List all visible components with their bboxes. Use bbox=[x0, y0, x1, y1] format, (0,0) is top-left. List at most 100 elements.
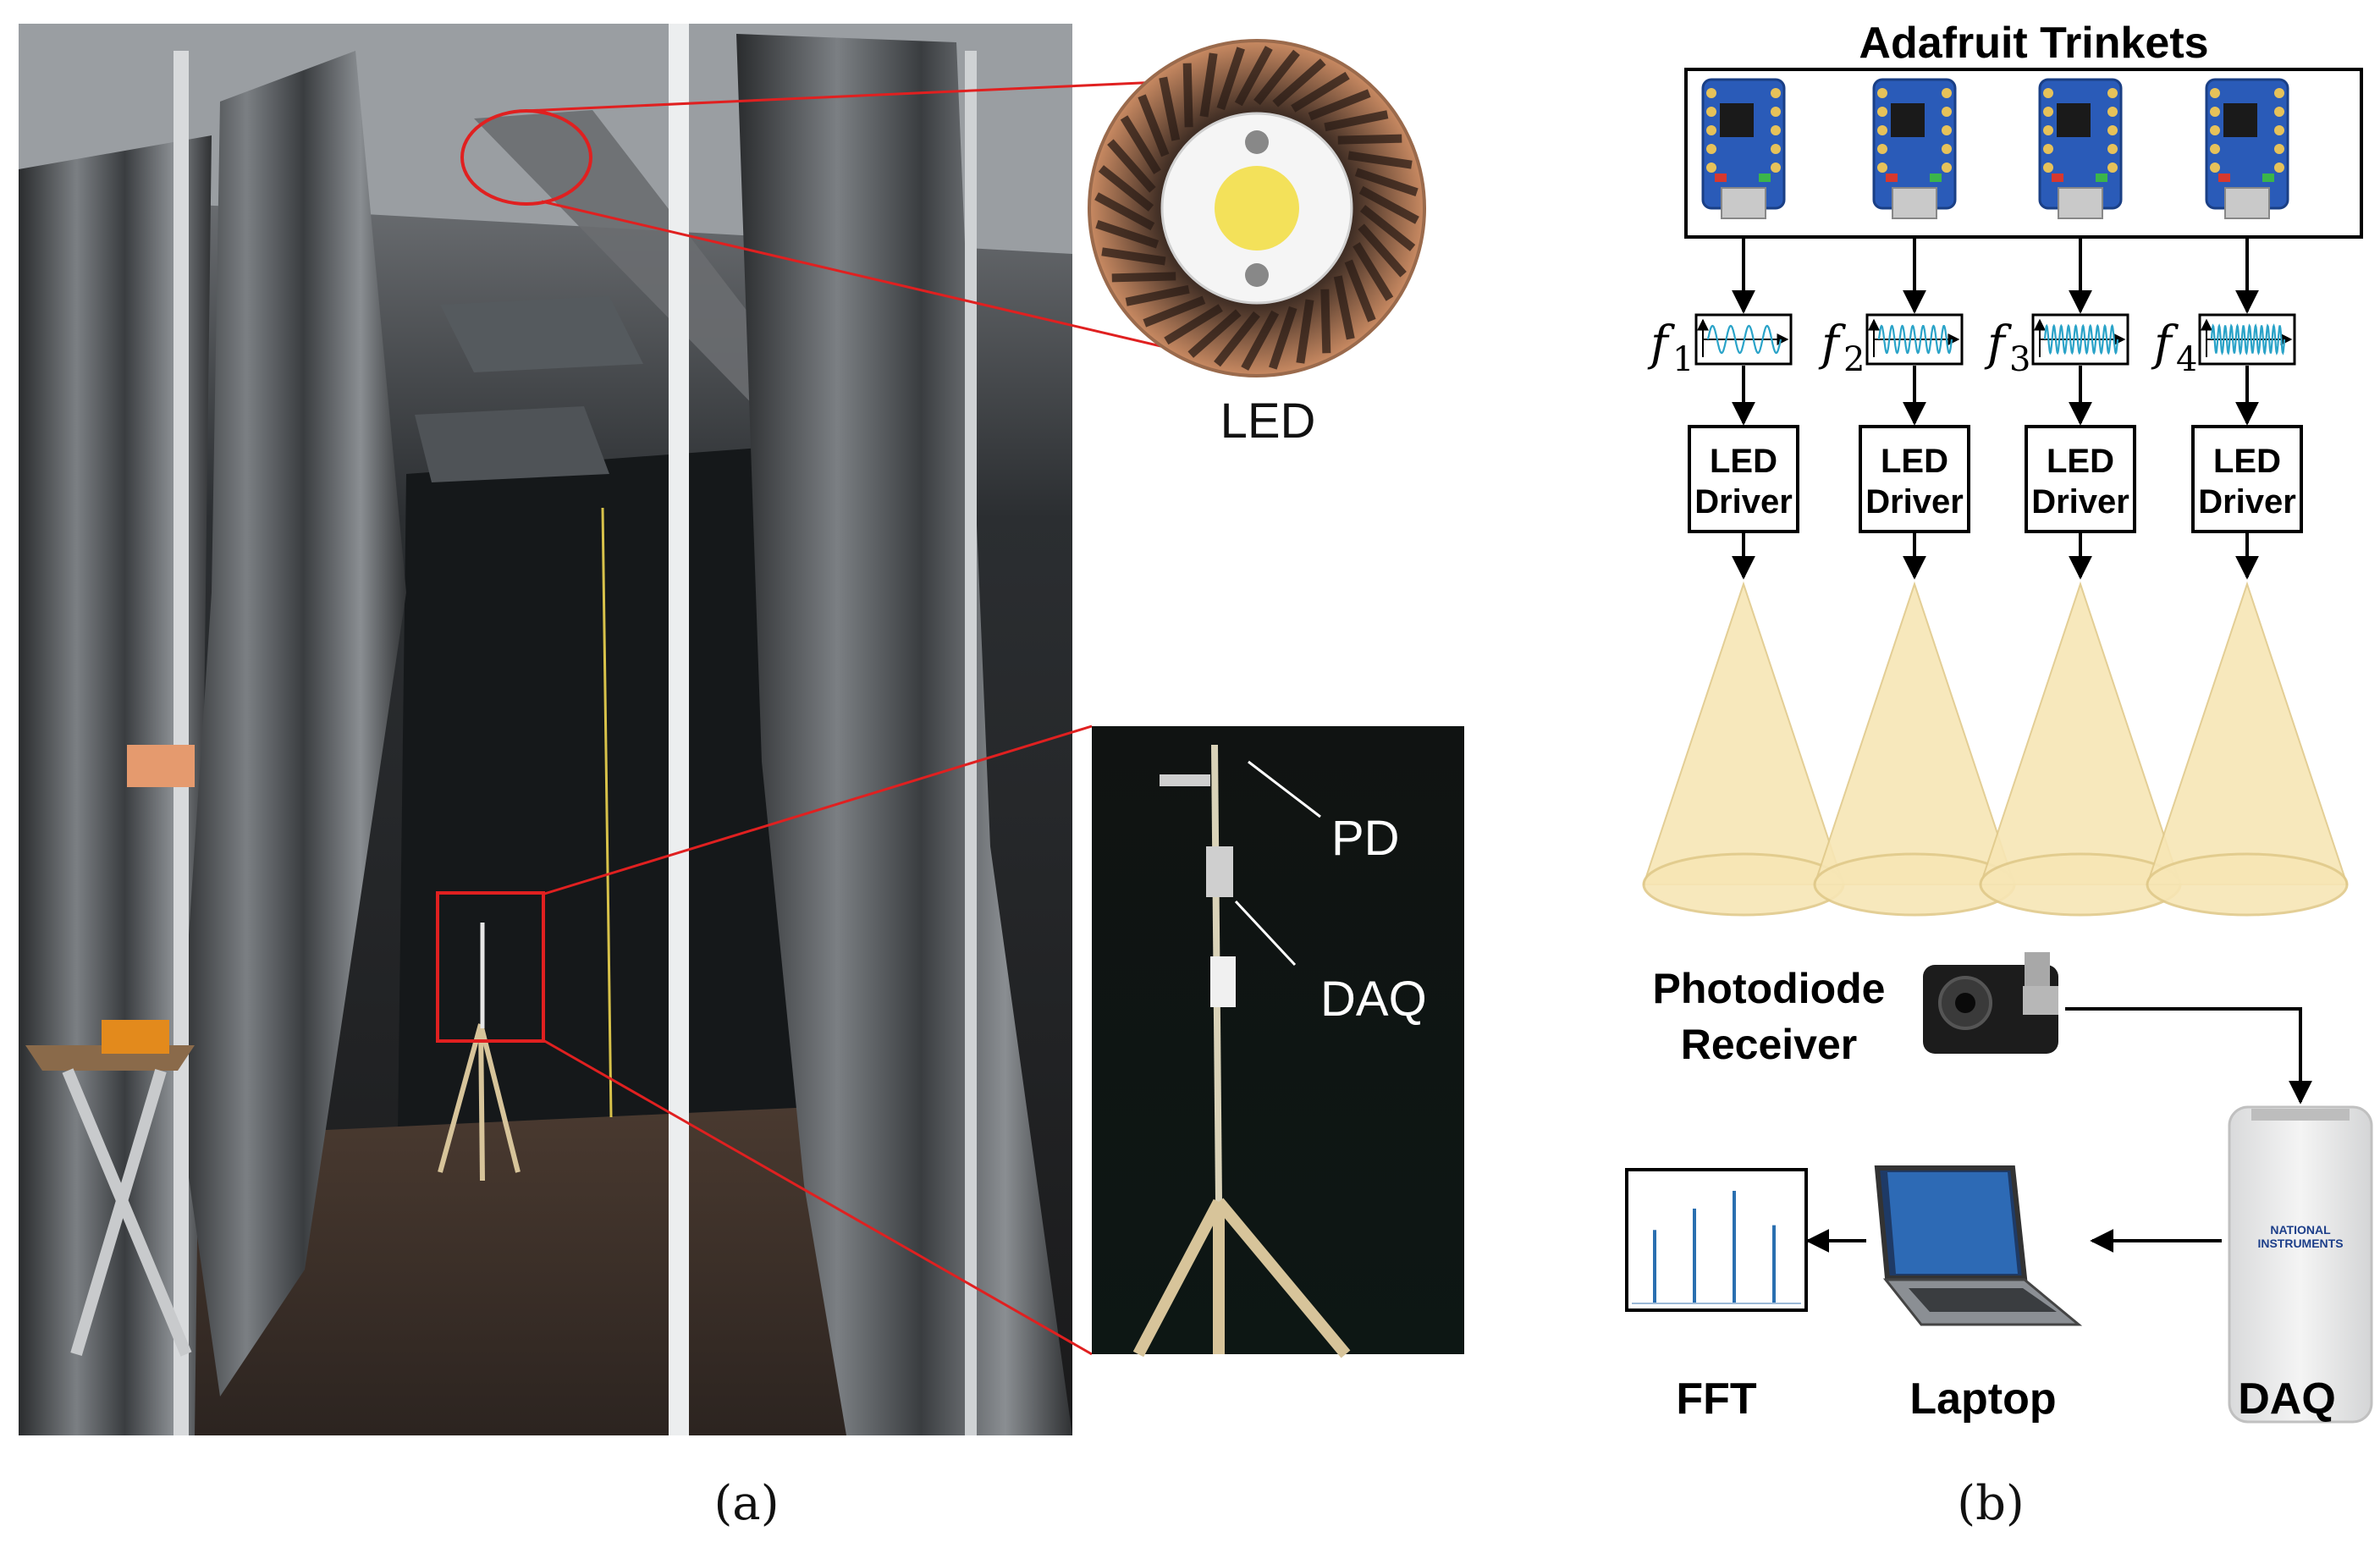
frequency-subscript-4: 4 bbox=[2176, 340, 2197, 379]
heatsink-fin bbox=[1344, 259, 1376, 322]
heatsink-fin bbox=[1107, 139, 1156, 193]
trinket-led-red bbox=[1886, 174, 1898, 182]
light-cone-1 bbox=[1642, 581, 1845, 885]
heatsink-fin bbox=[1216, 47, 1245, 111]
heatsink-fin bbox=[1182, 63, 1193, 128]
trinket-pin bbox=[1877, 144, 1887, 154]
heatsink-fin bbox=[1138, 94, 1170, 157]
trinket-usb-port bbox=[2058, 187, 2103, 219]
heatsink-fin bbox=[1214, 311, 1260, 367]
heatsink-fin bbox=[1098, 165, 1154, 212]
trinket-pin bbox=[1942, 107, 1952, 117]
trinket-pin bbox=[1942, 144, 1952, 154]
frequency-subscript-1: 1 bbox=[1672, 340, 1694, 379]
heatsink-fin bbox=[1269, 306, 1297, 370]
laptop-image bbox=[1874, 1165, 2083, 1326]
daq-label: DAQ bbox=[2238, 1374, 2336, 1424]
trinket-chip bbox=[1891, 103, 1925, 137]
trinket-pin bbox=[2043, 125, 2053, 135]
photodiode-label-line2: Receiver bbox=[1681, 1021, 1858, 1068]
trinket-pin bbox=[1877, 107, 1887, 117]
trinket-chip bbox=[2057, 103, 2091, 137]
daq-device-brand-line1: NATIONAL bbox=[2270, 1223, 2331, 1237]
trinkets-title: Adafruit Trinkets bbox=[1859, 19, 2208, 68]
trinket-pin bbox=[2274, 163, 2284, 173]
daq-device-brand-line2: INSTRUMENTS bbox=[2257, 1237, 2343, 1250]
heatsink-fin bbox=[1159, 76, 1181, 141]
light-cone-2 bbox=[1813, 581, 2016, 885]
heatsink-fin bbox=[1291, 71, 1350, 113]
trinket-usb-port bbox=[1721, 187, 1766, 219]
trinket-pin bbox=[2043, 107, 2053, 117]
trinket-pin bbox=[1706, 107, 1716, 117]
light-cones bbox=[1642, 581, 2349, 917]
led-driver-label-line1: LED bbox=[2047, 443, 2114, 480]
heatsink-fin bbox=[1095, 220, 1160, 249]
trinket-pin bbox=[1771, 88, 1781, 98]
trinket-pin bbox=[1942, 88, 1952, 98]
trinket-chip bbox=[1720, 103, 1754, 137]
pd-to-daq-arrow bbox=[2065, 1007, 2312, 1105]
fft-peaks bbox=[1632, 1191, 1801, 1304]
heatsink-fin bbox=[1187, 309, 1242, 358]
trinket-pin bbox=[1942, 125, 1952, 135]
light-cone-base-4 bbox=[2146, 852, 2349, 917]
frequency-subscript-2: 2 bbox=[1843, 340, 1865, 379]
trinket-pin bbox=[1942, 163, 1952, 173]
led-driver-box-2 bbox=[1859, 425, 1970, 533]
heatsink-fin bbox=[1353, 242, 1394, 301]
trinket-pin bbox=[2107, 144, 2118, 154]
heatsink-fin bbox=[1234, 46, 1273, 107]
heatsink-fin bbox=[1337, 134, 1402, 145]
led-driver-box-4 bbox=[2191, 425, 2303, 533]
trinket-led-green bbox=[2096, 174, 2107, 182]
trinket-pin bbox=[2274, 88, 2284, 98]
trinket-pin bbox=[2274, 107, 2284, 117]
led-zoom-image bbox=[1088, 39, 1426, 377]
led-driver-box-1 bbox=[1688, 425, 1799, 533]
led-driver-label-line2: Driver bbox=[1865, 483, 1964, 521]
trinket-chip bbox=[2223, 103, 2257, 137]
frequency-label-3: f bbox=[1984, 317, 2013, 372]
led-driver-label-line2: Driver bbox=[1694, 483, 1793, 521]
trinket-board-4 bbox=[2205, 78, 2289, 219]
trinket-pin bbox=[2043, 144, 2053, 154]
trinket-pin bbox=[2210, 88, 2220, 98]
frequency-label-1: f bbox=[1647, 317, 1676, 372]
heatsink-fin bbox=[1253, 49, 1300, 106]
heatsink-fin bbox=[1120, 115, 1161, 174]
trinket-led-green bbox=[2262, 174, 2274, 182]
trinket-pin bbox=[2274, 144, 2284, 154]
photodiode-label-line1: Photodiode bbox=[1653, 965, 1886, 1012]
trinket-usb-port bbox=[2224, 187, 2270, 219]
trinket-usb-port bbox=[1892, 187, 1937, 219]
led-driver-label-line1: LED bbox=[1710, 443, 1777, 480]
heatsink-fin bbox=[1320, 289, 1331, 354]
trinket-pin bbox=[2043, 88, 2053, 98]
heatsink-fin bbox=[1296, 299, 1314, 364]
trinket-pin bbox=[1706, 163, 1716, 173]
led-driver-label-line1: LED bbox=[2213, 443, 2281, 480]
heatsink-fin bbox=[1358, 185, 1419, 224]
heatsink-fin bbox=[1333, 275, 1355, 340]
trinket-board-1 bbox=[1701, 78, 1786, 219]
light-cone-4 bbox=[2146, 581, 2349, 885]
caption-b: (b) bbox=[1957, 1476, 2025, 1531]
trinket-pin bbox=[2107, 163, 2118, 173]
heatsink-fin bbox=[1164, 304, 1223, 345]
signal-waveform-3 bbox=[2043, 323, 2119, 355]
heatsink-fin bbox=[1272, 58, 1326, 107]
daq-highlight-rect bbox=[436, 891, 545, 1043]
zoom-connectors bbox=[524, 80, 1245, 1356]
trinket-pin bbox=[2210, 144, 2220, 154]
daq-device-image: NATIONAL INSTRUMENTS bbox=[2228, 1105, 2373, 1424]
trinket-pin bbox=[1771, 144, 1781, 154]
trinkets-frame bbox=[1684, 68, 2363, 239]
laptop-label: Laptop bbox=[1909, 1374, 2056, 1424]
heatsink-fin bbox=[1111, 272, 1176, 283]
